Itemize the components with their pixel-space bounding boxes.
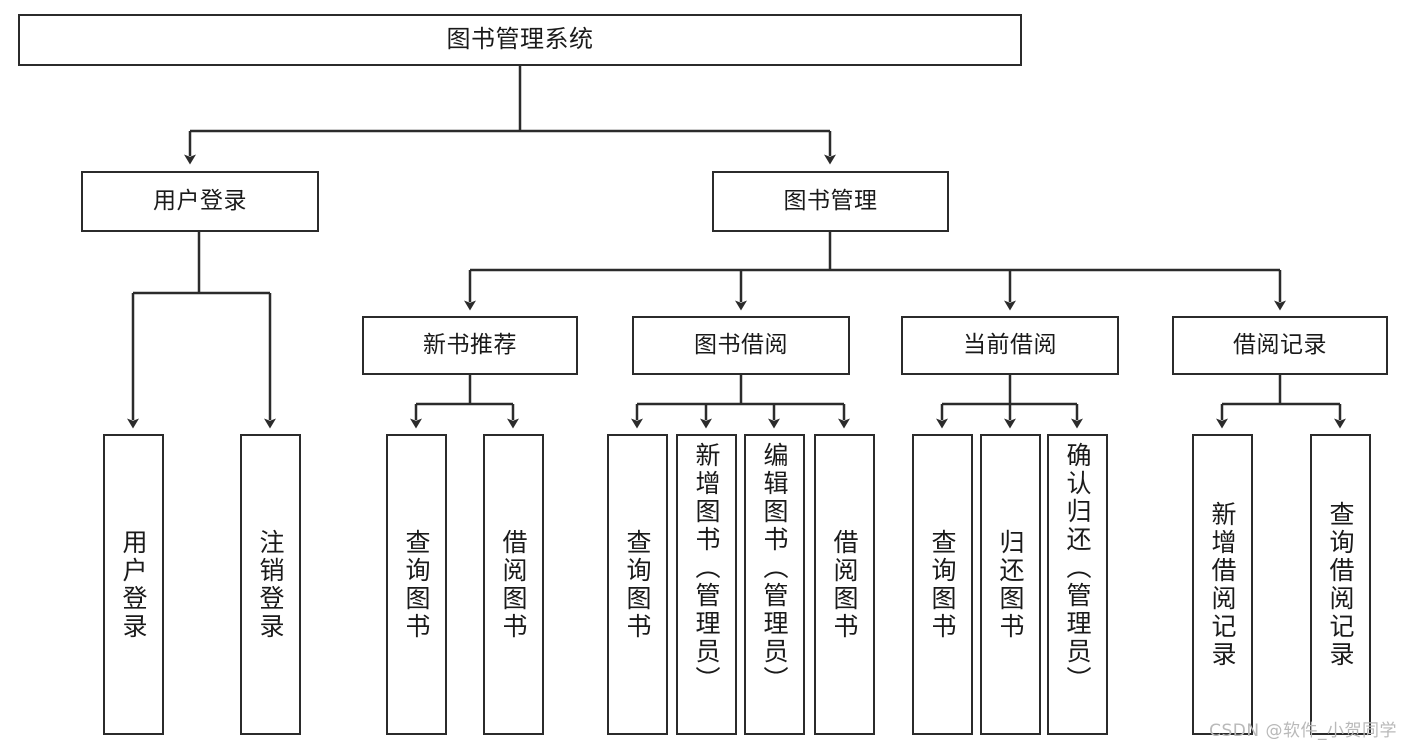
leaf-record-query[interactable]: 查询借阅记录: [1310, 434, 1371, 735]
leaf-borrow-query-book[interactable]: 查询图书: [607, 434, 668, 735]
node-label: 确认归还（管理员）: [1063, 442, 1092, 694]
leaf-current-confirm-return-admin[interactable]: 确认归还（管理员）: [1047, 434, 1108, 735]
node-label: 图书管理系统: [446, 25, 594, 54]
node-label: 用户登录: [153, 188, 247, 215]
node-book-borrow[interactable]: 图书借阅: [632, 316, 850, 375]
leaf-current-return-book[interactable]: 归还图书: [980, 434, 1041, 735]
leaf-user-logout[interactable]: 注销登录: [240, 434, 301, 735]
node-label: 借阅记录: [1233, 332, 1327, 359]
node-label: 借阅图书: [499, 528, 528, 641]
node-book-management[interactable]: 图书管理: [712, 171, 949, 232]
node-label: 新增图书（管理员）: [692, 442, 721, 694]
leaf-record-add[interactable]: 新增借阅记录: [1192, 434, 1253, 735]
node-label: 当前借阅: [963, 332, 1057, 359]
node-user-login[interactable]: 用户登录: [81, 171, 319, 232]
node-label: 图书借阅: [694, 332, 788, 359]
leaf-borrow-lend-book[interactable]: 借阅图书: [814, 434, 875, 735]
leaf-recommend-borrow-book[interactable]: 借阅图书: [483, 434, 544, 735]
node-label: 查询借阅记录: [1326, 500, 1355, 669]
node-borrow-record[interactable]: 借阅记录: [1172, 316, 1388, 375]
node-label: 新书推荐: [423, 332, 517, 359]
node-label: 查询图书: [928, 528, 957, 641]
node-label: 查询图书: [402, 528, 431, 641]
leaf-borrow-edit-book-admin[interactable]: 编辑图书（管理员）: [744, 434, 805, 735]
node-root-book-management-system[interactable]: 图书管理系统: [18, 14, 1022, 66]
node-label: 查询图书: [623, 528, 652, 641]
node-label: 用户登录: [119, 528, 148, 641]
node-label: 注销登录: [256, 528, 285, 641]
node-label: 编辑图书（管理员）: [760, 442, 789, 694]
node-label: 图书管理: [783, 188, 878, 215]
csdn-watermark: CSDN @软件_小贺同学: [1209, 721, 1397, 741]
leaf-user-login[interactable]: 用户登录: [103, 434, 164, 735]
node-label: 归还图书: [996, 528, 1025, 641]
node-current-borrow[interactable]: 当前借阅: [901, 316, 1119, 375]
leaf-current-query-book[interactable]: 查询图书: [912, 434, 973, 735]
leaf-borrow-add-book-admin[interactable]: 新增图书（管理员）: [676, 434, 737, 735]
node-new-book-recommend[interactable]: 新书推荐: [362, 316, 578, 375]
leaf-recommend-query-book[interactable]: 查询图书: [386, 434, 447, 735]
node-label: 借阅图书: [830, 528, 859, 641]
node-label: 新增借阅记录: [1208, 500, 1237, 669]
